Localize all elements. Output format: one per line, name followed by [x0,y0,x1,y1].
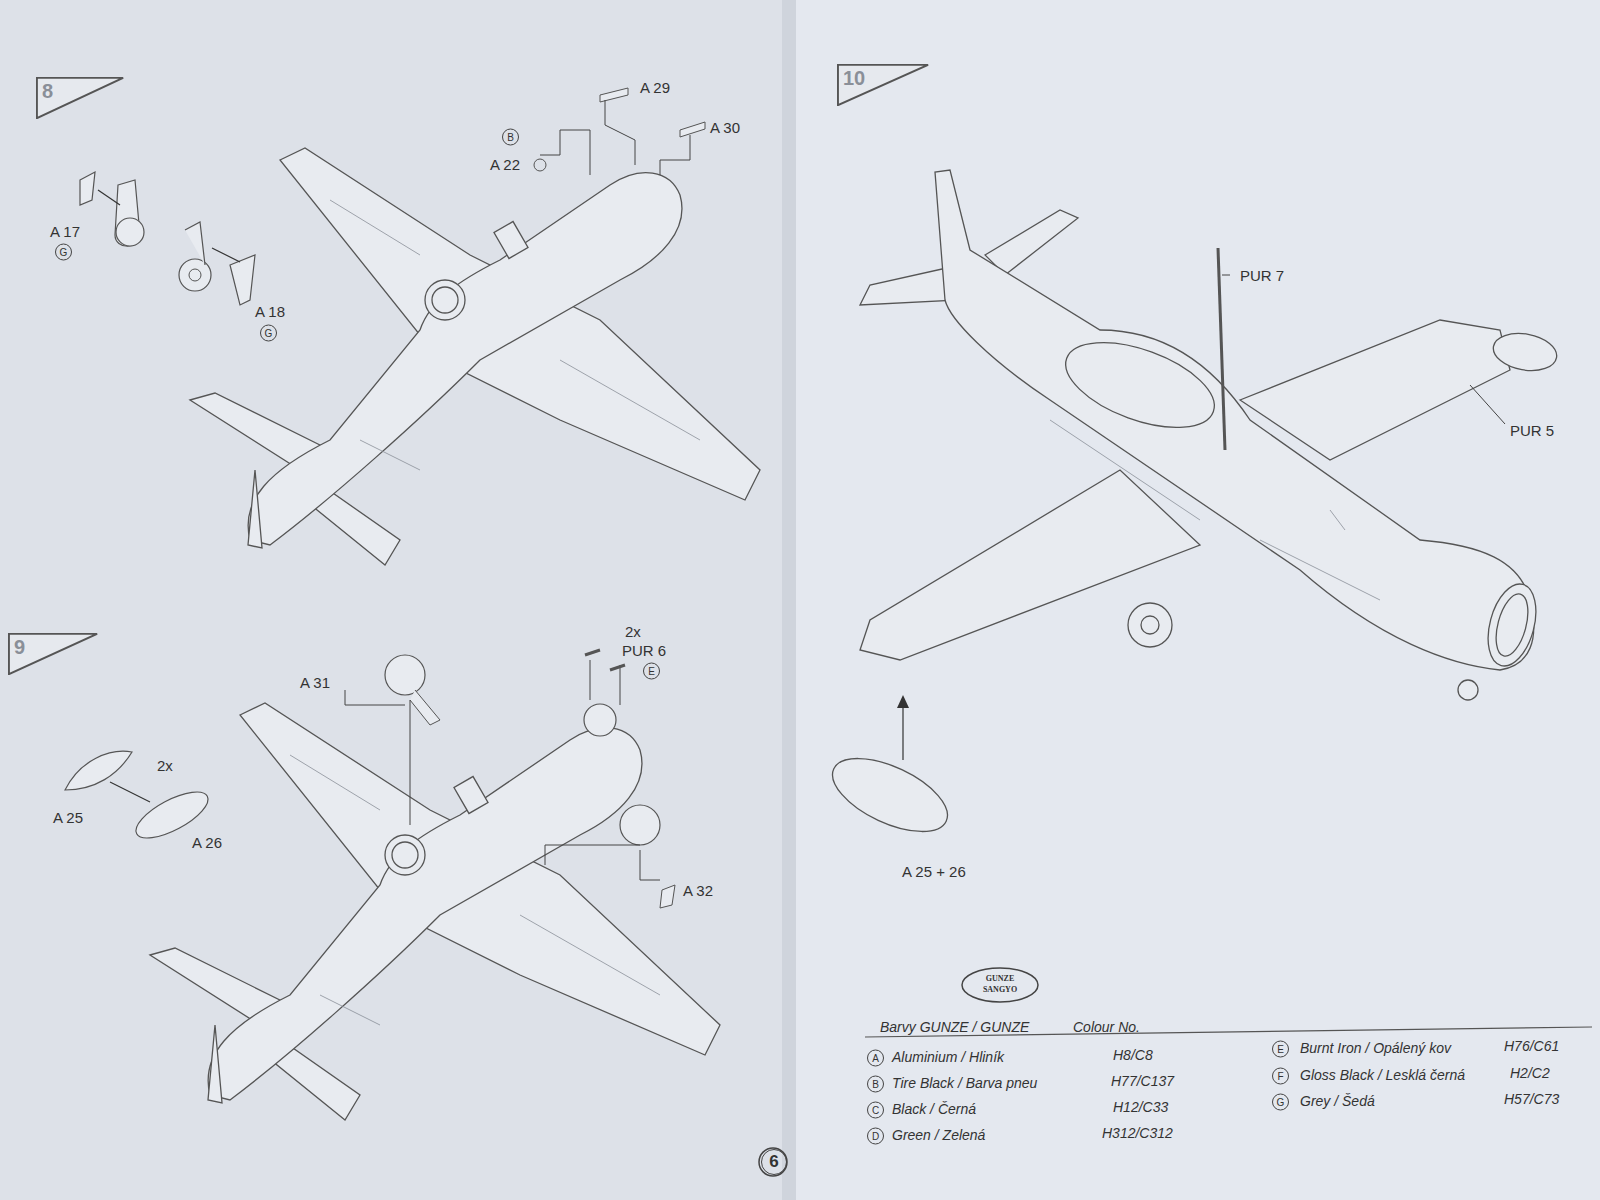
part-label: A 18 [255,304,285,321]
part-label: A 30 [710,120,740,137]
part-label: Barvy GUNZE / GUNZE [880,1020,1029,1035]
part-label: A 17 [50,224,80,241]
step-flag: 8 [36,77,124,119]
paint-callout: G [55,244,72,261]
legend-text: Gloss Black / Lesklá černá [1300,1068,1465,1083]
part-label: PUR 6 [622,643,666,660]
paint-callout: E [1272,1041,1289,1058]
part-label: PUR 7 [1240,268,1284,285]
legend-text: Tire Black / Barva pneu [892,1076,1037,1091]
part-label: H2/C2 [1510,1066,1550,1081]
page-number: 6 [761,1149,787,1175]
part-label: H77/C137 [1111,1074,1174,1089]
part-label: 2x [625,624,641,641]
part-label: A 25 [53,810,83,827]
part-label: Colour No. [1073,1020,1140,1035]
part-label: H312/C312 [1102,1126,1173,1141]
part-label: PUR 5 [1510,423,1554,440]
part-label: H8/C8 [1113,1048,1153,1063]
paint-callout: F [1272,1068,1289,1085]
paint-callout: G [260,325,277,342]
part-label: A 32 [683,883,713,900]
paint-callout: E [643,663,660,680]
legend-text: Burnt Iron / Opálený kov [1300,1041,1451,1056]
paint-callout: B [867,1076,884,1093]
part-label: 2x [157,758,173,775]
part-label: A 25 + 26 [902,864,966,881]
paint-callout: A [867,1050,884,1067]
part-label: A 22 [490,157,520,174]
step-number: 10 [837,64,929,90]
legend-text: Green / Zelená [892,1128,985,1143]
paint-callout: C [867,1102,884,1119]
paint-callout: B [502,129,519,146]
part-label: SANGYO [975,986,1025,995]
paint-callout: G [1272,1094,1289,1111]
part-label: A 31 [300,675,330,692]
part-label: A 29 [640,80,670,97]
step-flag: 9 [8,633,98,675]
part-label: H57/C73 [1504,1092,1559,1107]
step-flag: 10 [837,64,929,106]
paint-callout: D [867,1128,884,1145]
step-number: 9 [8,633,98,659]
part-label: A 26 [192,835,222,852]
legend-text: Grey / Šedá [1300,1094,1375,1109]
part-label: H12/C33 [1113,1100,1168,1115]
part-label: H76/C61 [1504,1039,1559,1054]
legend-text: Black / Černá [892,1102,976,1117]
legend-text: Aluminium / Hliník [892,1050,1004,1065]
step-number: 8 [36,77,124,103]
part-label: GUNZE [975,975,1025,984]
